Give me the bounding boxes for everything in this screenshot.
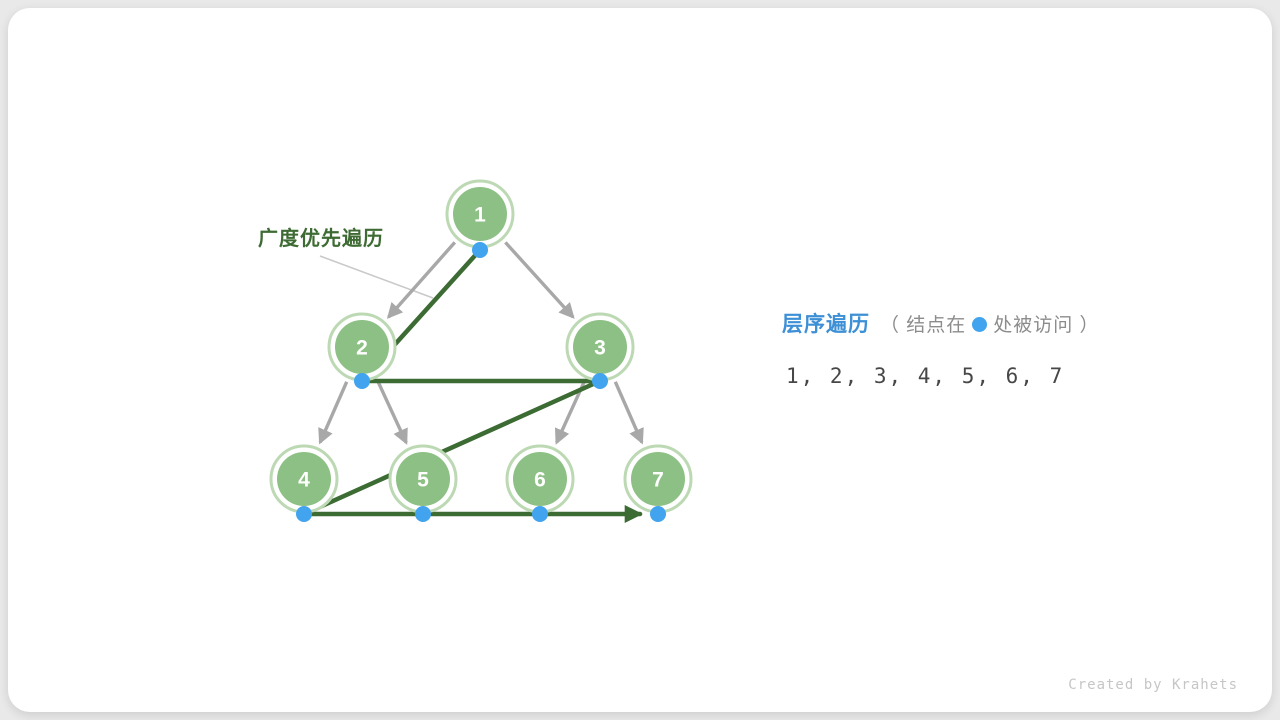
node-body xyxy=(335,320,389,374)
visit-dot-1 xyxy=(472,242,488,258)
visit-dot-7 xyxy=(650,506,666,522)
tree-nodes: 1 2 3 4 5 xyxy=(269,179,693,514)
node-label: 4 xyxy=(298,469,310,492)
tree-node-7: 7 xyxy=(623,444,693,514)
edge-1-3 xyxy=(504,241,575,319)
node-label: 1 xyxy=(474,204,486,227)
node-label: 7 xyxy=(652,469,664,492)
node-body xyxy=(513,452,567,506)
panel-note-suffix: 处被访问 ） xyxy=(993,315,1100,336)
figure-card xyxy=(8,8,1272,712)
edge-3-7 xyxy=(613,381,644,445)
panel-title: 层序遍历 xyxy=(782,313,870,336)
node-label: 2 xyxy=(356,337,368,360)
tree-node-3: 3 xyxy=(565,312,635,382)
node-body xyxy=(631,452,685,506)
tree-node-4: 4 xyxy=(269,444,339,514)
level-order-panel: 层序遍历 （ 结点在 处被访问 ） xyxy=(782,308,1100,338)
visit-dot-3 xyxy=(592,373,608,389)
edge-1-2 xyxy=(386,241,457,319)
visit-dot-4 xyxy=(296,506,312,522)
bfs-label: 广度优先遍历 xyxy=(258,228,384,250)
node-body xyxy=(453,187,507,241)
tree-node-5: 5 xyxy=(388,444,458,514)
blue-dot-icon xyxy=(972,317,988,332)
node-label: 3 xyxy=(594,337,606,360)
edge-2-4 xyxy=(318,381,349,445)
tree-node-2: 2 xyxy=(327,312,397,382)
tree-node-6: 6 xyxy=(505,444,575,514)
node-body xyxy=(277,452,331,506)
panel-note: （ 结点在 处被访问 ） xyxy=(880,315,1100,336)
tree-edges xyxy=(318,241,644,445)
node-label: 6 xyxy=(534,469,546,492)
node-body xyxy=(396,452,450,506)
node-label: 5 xyxy=(417,469,429,492)
label-pointer-line xyxy=(319,255,434,299)
tree-node-1: 1 xyxy=(445,179,515,249)
traversal-sequence: 1, 2, 3, 4, 5, 6, 7 xyxy=(786,364,1065,388)
visit-dot-2 xyxy=(354,373,370,389)
visit-dot-5 xyxy=(415,506,431,522)
visit-dot-6 xyxy=(532,506,548,522)
visit-dots xyxy=(296,242,666,522)
node-body xyxy=(573,320,627,374)
panel-note-prefix: （ 结点在 xyxy=(880,315,967,336)
edge-2-5 xyxy=(376,380,408,445)
credit-text: Created by Krahets xyxy=(1068,677,1238,693)
